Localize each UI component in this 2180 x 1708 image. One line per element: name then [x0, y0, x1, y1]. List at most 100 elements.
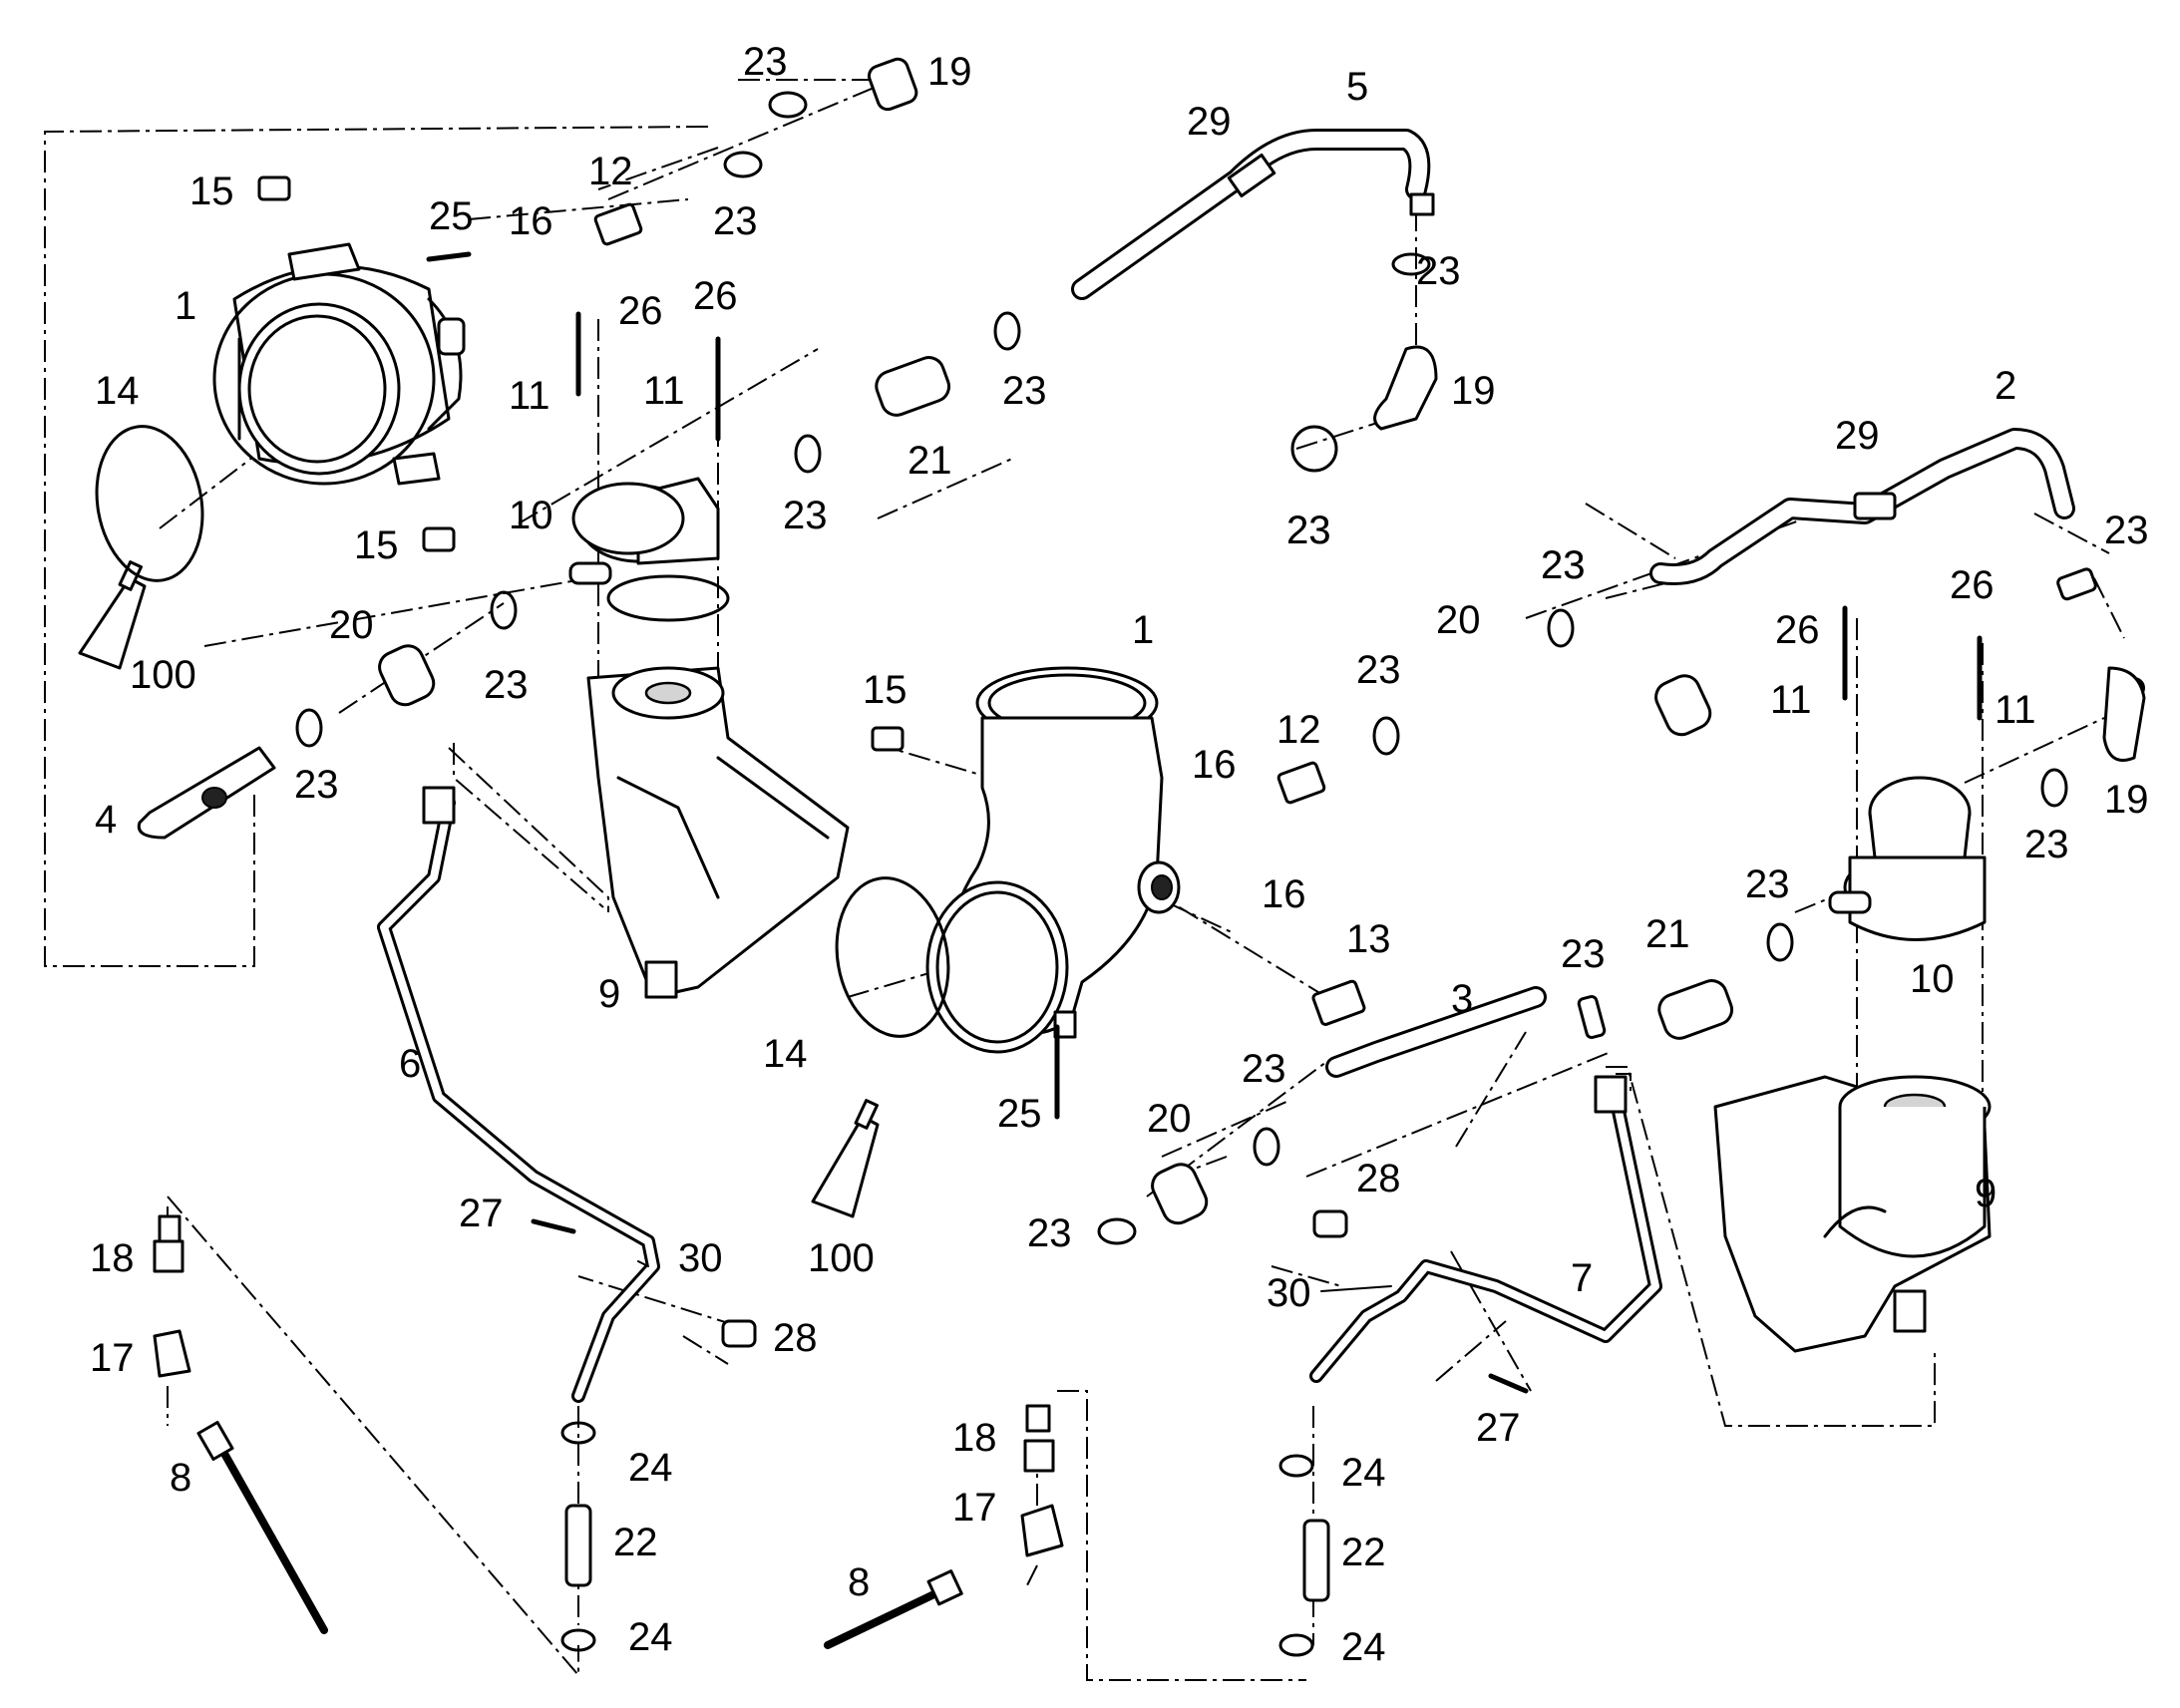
callout-24: 24 [1341, 1625, 1386, 1669]
callout-3: 3 [1451, 977, 1473, 1021]
breather-tube-7 [1309, 1075, 1662, 1383]
callout-11: 11 [509, 374, 550, 418]
callout-8: 8 [170, 1456, 191, 1500]
callout-29: 29 [1187, 100, 1232, 144]
callout-18: 18 [90, 1236, 135, 1280]
callout-23: 23 [1002, 369, 1047, 413]
hose-3 [1325, 986, 1547, 1078]
callout-100: 100 [808, 1236, 875, 1280]
callout-23: 23 [2024, 823, 2069, 866]
callout-25: 25 [997, 1092, 1042, 1136]
callout-25: 25 [429, 194, 474, 238]
callout-22: 22 [613, 1521, 658, 1564]
callout-15: 15 [354, 523, 399, 567]
callout-21: 21 [1645, 912, 1690, 956]
callout-20: 20 [1436, 598, 1481, 642]
hose-connectors [378, 57, 2146, 1225]
hose-29-top [1071, 129, 1431, 300]
callout-1: 1 [1132, 608, 1154, 652]
callout-23: 23 [1242, 1047, 1286, 1091]
filter-housing-left [586, 666, 850, 999]
callout-15: 15 [189, 170, 234, 213]
callout-22: 22 [1341, 1531, 1386, 1574]
callout-19: 19 [927, 50, 972, 94]
callout-23: 23 [743, 40, 788, 84]
sensors [257, 175, 1366, 1026]
callout-14: 14 [763, 1032, 808, 1076]
sealant-tube-left [78, 560, 147, 670]
callout-26: 26 [1775, 608, 1820, 652]
sleeves-22 [564, 1504, 1330, 1602]
callout-16: 16 [1262, 872, 1306, 916]
callout-9: 9 [1975, 1172, 1997, 1215]
callout-23: 23 [1416, 249, 1461, 293]
o-rings [95, 425, 950, 1038]
callout-23: 23 [294, 763, 339, 807]
callout-26: 26 [693, 274, 738, 318]
hose-4 [137, 746, 276, 840]
grommets-28 [721, 1209, 1348, 1348]
callout-17: 17 [952, 1486, 997, 1530]
callout-13: 13 [1346, 917, 1391, 961]
breather-tube-6 [377, 786, 660, 1403]
callout-30: 30 [678, 1236, 723, 1280]
callout-11: 11 [1770, 678, 1812, 722]
air-box-housing-center [925, 666, 1181, 1054]
callout-23: 23 [1541, 543, 1586, 587]
dipstick-center [824, 1404, 1064, 1649]
callout-23: 23 [2104, 509, 2149, 552]
callout-26: 26 [618, 289, 663, 333]
filter-cover-left [568, 477, 730, 622]
callout-23: 23 [1745, 862, 1790, 906]
callout-14: 14 [95, 369, 140, 413]
callout-24: 24 [628, 1446, 673, 1490]
filter-housing-right [1713, 1075, 1992, 1353]
callout-19: 19 [1451, 369, 1496, 413]
callout-leaders [637, 1260, 1392, 1292]
air-box-housing-left [212, 242, 466, 486]
callout-20: 20 [329, 603, 374, 647]
callout-100: 100 [130, 653, 196, 697]
callout-29: 29 [1835, 414, 1880, 458]
callout-23: 23 [484, 663, 529, 707]
callout-27: 27 [1476, 1406, 1521, 1450]
callout-23: 23 [713, 199, 758, 243]
callout-16: 16 [1192, 743, 1237, 787]
hose-29-right [1649, 428, 2075, 585]
callout-30: 30 [1267, 1271, 1311, 1315]
callout-23: 23 [1027, 1211, 1072, 1255]
callout-24: 24 [628, 1615, 673, 1659]
callout-23: 23 [1541, 543, 1586, 587]
callout-21: 21 [908, 439, 952, 483]
callout-4: 4 [95, 798, 117, 842]
callout-11: 11 [1995, 688, 2036, 732]
callout-12: 12 [588, 150, 633, 193]
callout-5: 5 [1346, 65, 1368, 109]
callout-28: 28 [1356, 1157, 1401, 1200]
callout-6: 6 [399, 1042, 421, 1086]
dipstick-left [153, 1214, 328, 1634]
callout-1: 1 [175, 284, 196, 328]
bolts [426, 251, 1983, 1394]
callout-19: 19 [2104, 778, 2149, 822]
callout-23: 23 [1356, 648, 1401, 692]
callout-16: 16 [509, 199, 553, 243]
callout-9: 9 [598, 972, 620, 1016]
callout-11: 11 [643, 369, 685, 413]
callout-24: 24 [1341, 1451, 1386, 1495]
callout-18: 18 [952, 1416, 997, 1460]
sealant-tube-center [811, 1099, 880, 1218]
callout-8: 8 [848, 1560, 870, 1604]
filter-cover-right [1828, 776, 1987, 941]
callout-17: 17 [90, 1336, 135, 1380]
callout-27: 27 [459, 1192, 504, 1235]
callout-labels: 1 1 2 3 4 5 6 7 8 8 9 9 10 10 11 11 11 1… [90, 40, 2149, 1669]
callout-28: 28 [773, 1316, 818, 1360]
callout-12: 12 [1276, 708, 1321, 752]
callout-10: 10 [509, 494, 553, 537]
callout-23: 23 [1286, 509, 1331, 552]
callout-20: 20 [1147, 1097, 1192, 1141]
callout-26: 26 [1950, 563, 1995, 607]
callout-23: 23 [1286, 509, 1331, 552]
